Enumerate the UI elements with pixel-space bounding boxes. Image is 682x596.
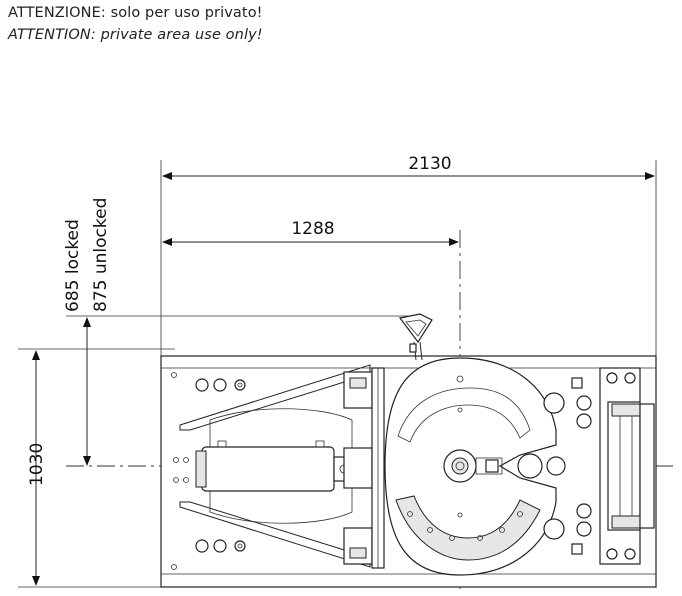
dimension-overall-width: 1030: [18, 348, 175, 588]
dimension-overall-length: 2130: [160, 154, 657, 360]
label-685-locked: 685 locked: [63, 219, 83, 312]
locking-mechanism: [517, 377, 592, 555]
warning-english: ATTENTION: private area use only!: [8, 27, 263, 43]
release-handle-icon: [398, 313, 433, 361]
v-frame: [179, 364, 371, 568]
label-1030: 1030: [27, 443, 47, 486]
warning-italian: ATTENZIONE: solo per uso privato!: [8, 5, 263, 21]
mounting-brackets: [343, 367, 385, 569]
dimension-kingpin-offset: 1288: [162, 219, 459, 246]
label-1288: 1288: [291, 219, 334, 239]
dimension-height: 685 locked 875 unlocked: [63, 198, 410, 466]
label-2130: 2130: [408, 154, 451, 174]
end-bracket: [599, 367, 655, 565]
label-875-unlocked: 875 unlocked: [91, 198, 111, 312]
fifth-wheel-plate: [384, 357, 557, 576]
